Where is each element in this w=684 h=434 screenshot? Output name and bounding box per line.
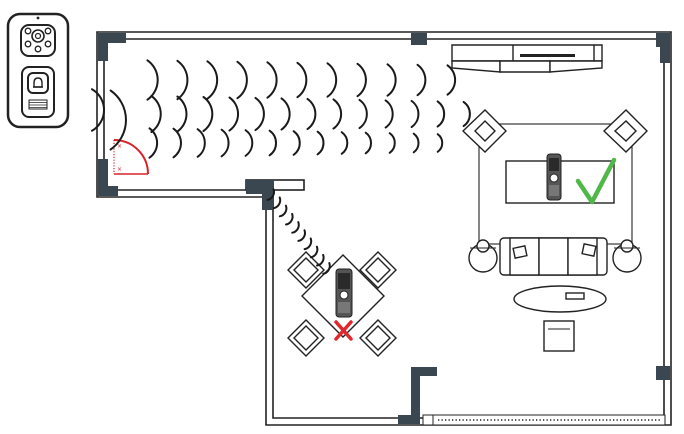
radio-wave-icon (91, 88, 105, 132)
building-walls (96, 31, 672, 426)
radio-wave-icon (364, 131, 372, 155)
radio-wave-icon (303, 237, 313, 251)
radio-wave-icon (462, 100, 471, 128)
radio-wave-icon (236, 60, 248, 100)
radio-wave-icon (316, 253, 325, 267)
lamp-right (612, 239, 642, 273)
doorbell-camera-icon (6, 12, 70, 129)
wall-pillars (98, 33, 670, 424)
radio-wave-icon (356, 62, 367, 98)
oval-table (513, 285, 607, 313)
radio-wave-icon (196, 128, 206, 158)
entrance-door: × × (113, 139, 149, 175)
radio-wave-icon (297, 229, 306, 242)
radio-wave-icon (278, 204, 288, 218)
armchair-left (461, 109, 507, 153)
radio-wave-icon (176, 95, 188, 133)
armchair-right (602, 109, 648, 153)
cross-mark-icon (334, 320, 353, 341)
tv-stand (451, 44, 603, 73)
radio-wave-icon (291, 221, 300, 234)
radio-wave-icon (296, 61, 308, 99)
radio-wave-icon (416, 63, 427, 97)
radio-wave-icon (176, 59, 189, 101)
signal-waves (91, 59, 471, 275)
radio-wave-icon (340, 131, 349, 155)
radio-wave-icon (228, 96, 239, 132)
svg-text:×: × (117, 143, 122, 150)
radio-wave-icon (172, 127, 182, 159)
radio-wave-icon (436, 133, 444, 153)
radio-wave-icon (410, 99, 420, 129)
radio-wave-icon (332, 98, 343, 130)
radio-wave-icon (254, 96, 265, 132)
svg-text:×: × (117, 166, 122, 173)
radio-wave-icon (412, 132, 420, 154)
radio-wave-icon (386, 63, 397, 97)
inner-wall (103, 38, 665, 419)
radio-wave-icon (322, 262, 331, 275)
radio-wave-icon (316, 130, 325, 156)
radio-wave-icon (388, 132, 396, 154)
lamp-left (468, 239, 498, 273)
radio-wave-icon (109, 89, 127, 151)
radio-wave-icon (220, 128, 230, 158)
radio-wave-icon (384, 99, 394, 129)
outer-wall (96, 31, 672, 426)
window-strip (422, 414, 666, 426)
radio-wave-icon (202, 96, 214, 132)
radio-wave-icon (206, 60, 219, 100)
radio-wave-icon (292, 130, 301, 156)
radio-wave-icon (436, 100, 446, 128)
sofa (499, 237, 608, 276)
radio-wave-icon (146, 59, 159, 101)
handset-good (546, 153, 562, 201)
living-room-furniture (461, 109, 648, 352)
handset-bad (335, 268, 353, 318)
radio-wave-icon (266, 61, 278, 99)
radio-wave-icon (309, 245, 319, 259)
check-mark-icon (575, 157, 617, 205)
ottoman (543, 320, 575, 352)
radio-wave-icon (358, 98, 368, 130)
radio-wave-icon (148, 127, 159, 159)
radio-wave-icon (306, 97, 317, 131)
radio-wave-icon (285, 212, 294, 226)
radio-wave-icon (326, 62, 338, 98)
radio-wave-icon (266, 188, 275, 201)
radio-wave-icon (446, 64, 457, 96)
radio-wave-icon (268, 129, 277, 157)
radio-wave-icon (280, 97, 291, 131)
radio-wave-icon (272, 196, 282, 210)
radio-wave-icon (244, 129, 254, 157)
radio-wave-icon (150, 95, 162, 133)
